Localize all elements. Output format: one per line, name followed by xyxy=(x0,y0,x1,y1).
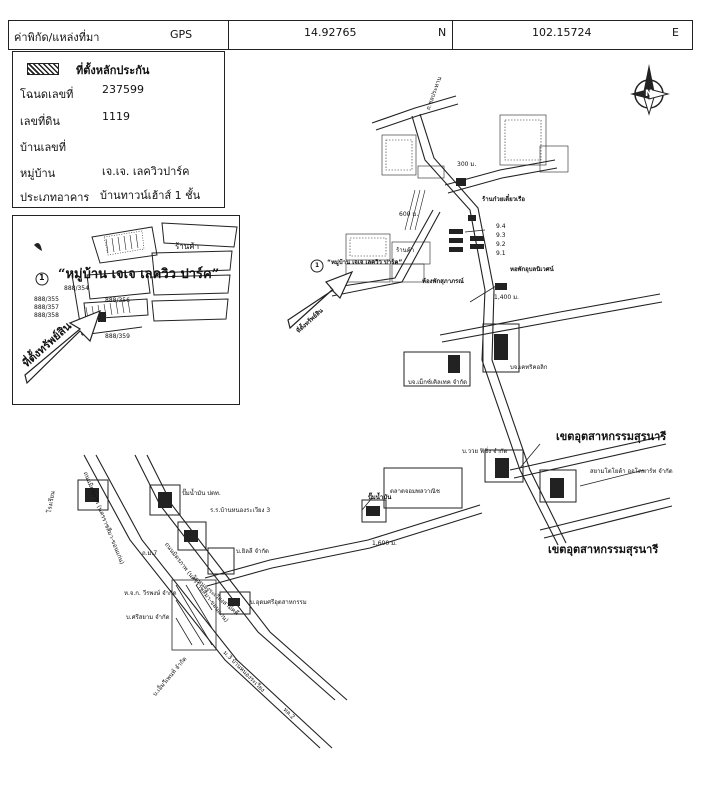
inset-lot-359: 888/359 xyxy=(105,333,130,340)
main-marker-number: 1 xyxy=(315,262,320,269)
inset-lot-356: 888/356 xyxy=(105,297,130,304)
row-value: 237599 xyxy=(102,83,144,96)
row-label: ประเภทอาคาร xyxy=(20,191,90,204)
main-property-arrow xyxy=(287,270,354,330)
info-row-village: หมู่บ้าน เจ.เจ. เลควิวปาร์ค xyxy=(20,162,220,182)
industrial-zone-1: เขตอุตสาหกรรมสุรนารี xyxy=(556,430,667,443)
inset-lot-358: 888/358 xyxy=(34,312,59,319)
inset-shop-label: ร้านค้า xyxy=(175,242,200,251)
apartment-label: ห้องพักสุภาภรณ์ xyxy=(422,278,464,285)
dist-600-label: 600 ม. xyxy=(399,211,419,218)
longitude-value: 102.15724 xyxy=(532,26,592,39)
dist-1400-label: 1,400 ม. xyxy=(494,294,519,301)
latitude-dir: N xyxy=(438,26,447,39)
row-label: บ้านเลขที่ xyxy=(20,141,66,154)
inset-map-drawing xyxy=(24,222,238,385)
inset-property-arrow xyxy=(24,309,101,385)
compass-rose xyxy=(630,64,670,116)
road-7-label: ถ.ม.7 xyxy=(142,550,158,557)
inset-property-plot xyxy=(98,312,106,322)
main-shop-label: ร้านค้า xyxy=(396,247,415,254)
main-village-label: “หมู่บ้าน เจเจ เลควิว ปาร์ค” xyxy=(327,259,403,266)
row-value: เจ.เจ. เลควิวปาร์ค xyxy=(102,165,190,178)
row-value: บ้านทาวน์เฮ้าส์ 1 ชั้น xyxy=(100,189,201,202)
info-row-building-type: ประเภทอาคาร บ้านทาวน์เฮ้าส์ 1 ชั้น xyxy=(20,186,220,206)
legend-swatch xyxy=(27,63,59,75)
info-box xyxy=(12,51,225,208)
hostel-label: หอพักอุบลนิเวศน์ xyxy=(510,266,554,273)
company-d-label: สยามโตโยต้า ออโตพาร์ท จำกัด xyxy=(590,468,673,475)
factory-b-label: บจ.เม็กซ์เคิลเทค จำกัด xyxy=(408,379,468,386)
industrial-zone-2: เขตอุตสาหกรรมสุรนารี xyxy=(548,543,659,556)
gps-divider-1 xyxy=(228,20,229,50)
row-label: โฉนดเลขที่ xyxy=(20,88,74,101)
dist-9-4: 9.4 xyxy=(496,223,506,230)
house-label: ร.ร.บ้านหนองระเวียง 3 xyxy=(210,507,271,514)
gps-bar xyxy=(8,20,693,50)
shop-row-1-label: ห.จ.ก. วีรพงษ์ จำกัด xyxy=(124,590,177,597)
shop-row-2-label: บ.ศรีสยาม จำกัด xyxy=(126,614,170,621)
factory-a-label: บจ.เคทริคอลิก xyxy=(510,364,548,371)
restaurant-label: ร้านก๋วยเตี๋ยวเรือ xyxy=(482,196,525,203)
longitude-dir: E xyxy=(672,26,679,39)
inset-map xyxy=(12,215,240,405)
dist-9-3: 9.3 xyxy=(496,232,506,239)
location-source-label: ค่าพิกัด/แหล่งที่มา xyxy=(14,31,100,44)
row-value: 1119 xyxy=(102,110,130,123)
dist-9-2: 9.2 xyxy=(496,241,506,248)
info-row-land-no: เลขที่ดิน 1119 xyxy=(20,110,220,130)
company-c-label: บ.ววย ฟิชิ่ง จำกัด xyxy=(462,448,508,455)
inset-lot-354: 888/354 xyxy=(64,285,89,292)
inset-lot-355: 888/355 xyxy=(34,296,59,303)
inset-lot-357: 888/357 xyxy=(34,304,59,311)
legend-label: ที่ตั้งหลักประกัน xyxy=(76,64,150,77)
compass-letter: N xyxy=(645,89,653,99)
info-row-deed: โฉนดเลขที่ 237599 xyxy=(20,83,220,103)
company-e-label: บ.ยิลลี จำกัด xyxy=(236,548,269,555)
inset-village-title: “หมู่บ้าน เจเจ เลควิว ปาร์ค” xyxy=(58,267,220,282)
main-marker-circle xyxy=(310,259,324,273)
row-label: หมู่บ้าน xyxy=(20,167,56,180)
gas-station-label: ปั๊มน้ำมัน xyxy=(368,494,392,501)
info-row-house-no: บ้านเลขที่ xyxy=(20,136,220,156)
inset-marker: 1 xyxy=(39,273,45,282)
dist-1600-label: 1,600 ม. xyxy=(372,540,397,547)
gps-label: GPS xyxy=(170,28,193,41)
gps-divider-2 xyxy=(452,20,453,50)
market-label: ตลาดจอมพลวาณิช xyxy=(390,488,440,495)
dist-300-label: 300 ม. xyxy=(457,161,477,168)
company-f-label: บ.อุดมศรีอุตสาหกรรม xyxy=(250,599,307,606)
gas-station-ptt-label: ปั๊มน้ำมัน ปตท. xyxy=(182,490,221,497)
dist-9-1: 9.1 xyxy=(496,250,506,257)
latitude-value: 14.92765 xyxy=(304,26,357,39)
row-label: เลขที่ดิน xyxy=(20,115,60,128)
